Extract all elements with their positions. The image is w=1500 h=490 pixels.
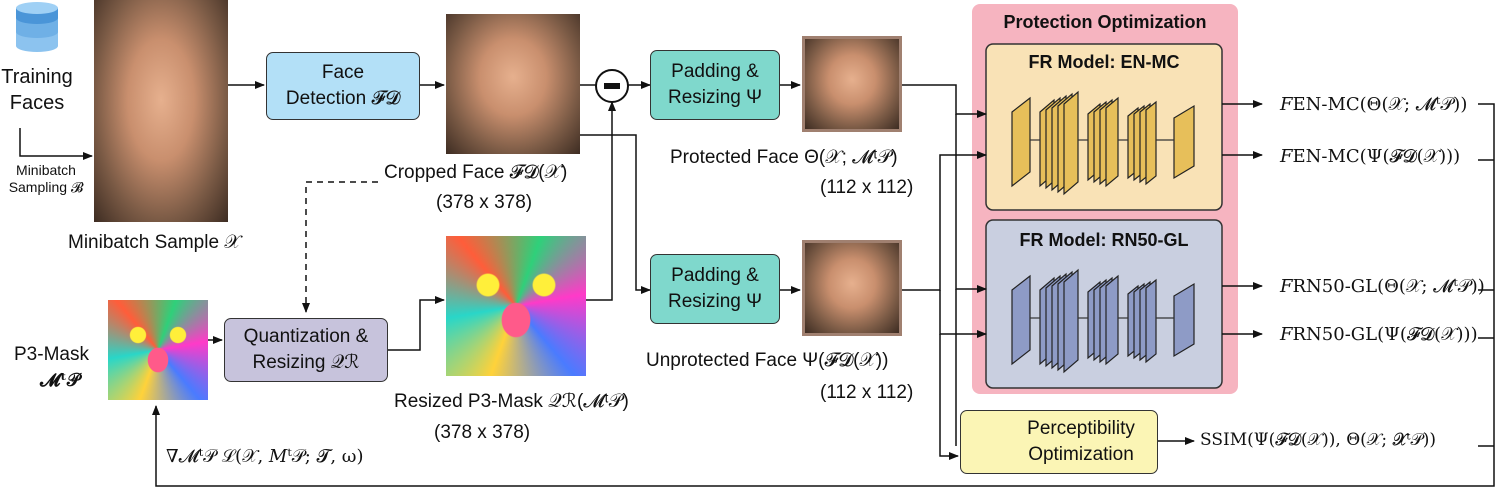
unprotected-face-image — [802, 240, 902, 336]
model-en-mc-title: FR Model: EN-MC — [1028, 52, 1180, 72]
protected-face-size: (112 x 112) — [820, 177, 914, 198]
protected-face-caption: Protected Face Θ(𝒳; 𝓜ᵗ𝒫) — [670, 147, 898, 168]
output-ssim: SSIM(Ψ(𝓕𝓓(𝒳)), Θ(𝒳; 𝓧ᵗ𝒫)) — [1200, 430, 1436, 450]
training-faces-label: Training Faces — [1, 66, 73, 114]
database-icon — [16, 2, 58, 52]
minibatch-sample-caption: Minibatch Sample 𝒳 — [68, 232, 241, 253]
resized-p3-mask-caption: Resized P3-Mask 𝒬ℛ(𝓜ᵗ𝒫) — [394, 391, 629, 412]
p3-mask-caption: P3-Mask — [14, 344, 89, 365]
model-rn50-gl-layers — [1011, 268, 1195, 374]
output-rn50-gl-unprotected: 𝐹RN50-GL(Ψ(𝓕𝓓(𝒳))) — [1280, 324, 1478, 345]
protected-face-image — [802, 36, 902, 132]
resized-p3-mask-size: (378 x 378) — [434, 422, 531, 443]
minibatch-sampling-label: Minibatch Sampling 𝓑 — [8, 162, 84, 195]
gradient-formula: ∇𝓜ᵗ𝒫 ℒ(𝒳, 𝑀ᵗ𝒫; 𝓣, ω) — [166, 446, 364, 467]
protection-optimization-title: Protection Optimization — [1003, 12, 1207, 32]
unprotected-face-size: (112 x 112) — [820, 382, 914, 403]
face-detection-box: Face Detection 𝓕𝓓 — [266, 52, 420, 120]
model-rn50-gl-title: FR Model: RN50-GL — [1019, 230, 1189, 250]
cropped-face-size: (378 x 378) — [436, 192, 533, 213]
padding-resizing-top-box: Padding & Resizing Ψ — [650, 50, 780, 120]
output-rn50-gl-protected: 𝐹RN50-GL(Θ(𝒳; 𝓜ᵗ𝒫)) — [1280, 276, 1485, 297]
p3-mask-image — [108, 300, 208, 400]
unprotected-face-caption: Unprotected Face Ψ(𝓕𝓓(𝒳)) — [646, 350, 889, 371]
perceptibility-optimization-box: Perceptibility Optimization — [960, 410, 1158, 474]
minibatch-sample-photo — [94, 0, 228, 222]
padding-resizing-bottom-box: Padding & Resizing Ψ — [650, 254, 780, 324]
minus-operator-icon — [595, 69, 629, 103]
model-en-mc-layers — [1011, 90, 1195, 196]
cropped-face-caption: Cropped Face 𝓕𝓓(𝒳) — [384, 162, 568, 183]
resized-p3-mask-image — [446, 236, 586, 376]
output-en-mc-protected: 𝐹EN-MC(Θ(𝒳; 𝓜ᵗ𝒫)) — [1280, 94, 1468, 115]
p3-mask-symbol: 𝓜ᵗ𝒫 — [40, 370, 80, 391]
output-en-mc-unprotected: 𝐹EN-MC(Ψ(𝓕𝓓(𝒳))) — [1280, 146, 1461, 167]
cropped-face-image — [446, 14, 580, 154]
quantization-resizing-box: Quantization & Resizing 𝒬ℛ — [224, 318, 388, 382]
